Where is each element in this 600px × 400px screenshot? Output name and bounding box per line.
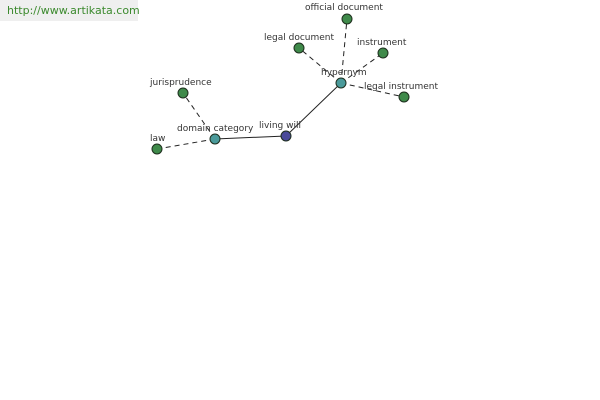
node-marker-legal-instrument[interactable]	[398, 91, 410, 103]
node-instrument[interactable]: instrument	[357, 38, 407, 59]
node-label-hypernym[interactable]: hypernym	[321, 68, 367, 78]
node-marker-domain-category[interactable]	[209, 133, 221, 145]
source-banner: http://www.artikata.com	[0, 0, 140, 21]
node-domain-category[interactable]: domain category	[177, 124, 254, 145]
edge-living-will-to-domain-category	[214, 135, 287, 140]
node-label-domain-category[interactable]: domain category	[177, 124, 254, 134]
node-label-jurisprudence[interactable]: jurisprudence	[149, 78, 212, 88]
edge-domain-category-to-law	[156, 138, 216, 150]
node-marker-hypernym[interactable]	[335, 77, 347, 89]
node-label-instrument[interactable]: instrument	[357, 38, 407, 48]
node-marker-legal-document[interactable]	[293, 42, 305, 54]
node-jurisprudence[interactable]: jurisprudence	[149, 78, 212, 99]
edge-hypernym-to-legal-document	[298, 47, 342, 84]
node-label-legal-document[interactable]: legal document	[264, 33, 335, 43]
edges-layer	[156, 18, 405, 150]
node-legal-instrument[interactable]: legal instrument	[364, 82, 438, 103]
node-label-official-document[interactable]: official document	[305, 3, 383, 13]
node-hypernym[interactable]: hypernym	[321, 68, 367, 89]
node-marker-instrument[interactable]	[377, 47, 389, 59]
node-label-law[interactable]: law	[150, 134, 165, 144]
edge-hypernym-to-official-document	[340, 18, 348, 84]
node-legal-document[interactable]: legal document	[264, 33, 335, 54]
edge-domain-category-to-jurisprudence	[182, 92, 216, 140]
node-official-document[interactable]: official document	[305, 3, 383, 25]
node-label-living-will[interactable]: living will	[259, 121, 301, 131]
node-living-will[interactable]: living will	[259, 121, 301, 142]
node-label-legal-instrument[interactable]: legal instrument	[364, 82, 438, 92]
nodes-layer: living will domain category hypernym law jur…	[149, 3, 438, 155]
node-law[interactable]: law	[150, 134, 165, 155]
node-marker-jurisprudence[interactable]	[177, 87, 189, 99]
edge-hypernym-to-legal-instrument	[340, 82, 405, 98]
node-marker-official-document[interactable]	[341, 13, 353, 25]
source-link[interactable]: http://www.artikata.com	[7, 4, 140, 17]
node-marker-living-will[interactable]	[280, 130, 292, 142]
node-marker-law[interactable]	[151, 143, 163, 155]
edge-living-will-to-hypernym	[285, 82, 342, 137]
